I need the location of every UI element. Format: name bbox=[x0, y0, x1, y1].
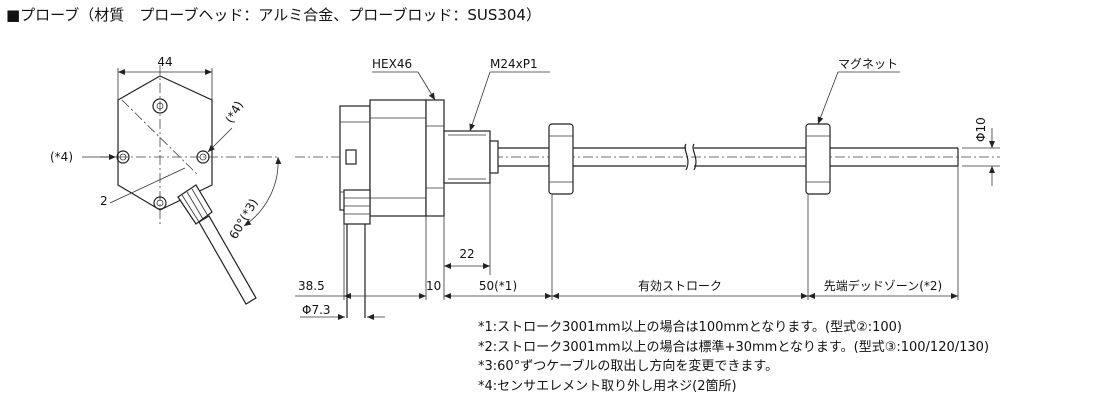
dim-38-label: 38.5 bbox=[298, 279, 325, 293]
angle-arc bbox=[243, 156, 282, 227]
cable-body bbox=[198, 215, 257, 305]
side-view: HEX46 M24xP1 マグネット Φ10 bbox=[295, 57, 1000, 320]
rod-break-right bbox=[692, 143, 697, 171]
thread-shoulder bbox=[489, 140, 499, 174]
rod-break-left bbox=[684, 143, 689, 171]
magnet-label: マグネット bbox=[838, 57, 898, 71]
head-body bbox=[369, 99, 427, 217]
screw-hole-left bbox=[116, 150, 130, 164]
dim-44-label: 44 bbox=[157, 55, 172, 69]
m24-label: M24xP1 bbox=[490, 57, 538, 71]
deadzone-label: 先端デッドゾーン(*2) bbox=[824, 278, 942, 293]
screw-hole-bottom bbox=[153, 196, 167, 210]
hex-flange bbox=[425, 99, 445, 217]
dim-50-label: 50(*1) bbox=[479, 279, 517, 293]
screw-hole-right bbox=[196, 150, 210, 164]
note-2: *2:ストローク3001mm以上の場合は標準+30mmとなります。(型式③:10… bbox=[478, 339, 990, 355]
dim-10-label: 10 bbox=[426, 279, 441, 293]
side-cable-gland bbox=[343, 189, 371, 225]
stroke-label: 有効ストローク bbox=[638, 278, 722, 293]
section-title: ■プローブ（材質 プローブヘッド：アルミ合金、プローブロッド：SUS304） bbox=[6, 6, 541, 24]
dim-2-label: 2 bbox=[100, 194, 108, 208]
end-view: 44 (*4) (*4) 2 60°(*3) bbox=[50, 55, 282, 305]
angle-label: 60°(*3) bbox=[226, 196, 260, 241]
end-view-cable bbox=[177, 184, 257, 305]
screw-hole-top bbox=[152, 98, 168, 114]
phi73-label: Φ7.3 bbox=[302, 303, 331, 317]
float-magnet bbox=[805, 123, 831, 195]
head-window bbox=[345, 149, 357, 165]
notes-list: *1:ストローク3001mm以上の場合は100mmとなります。(型式②:100)… bbox=[478, 318, 989, 396]
dim-22-label: 22 bbox=[459, 247, 474, 261]
phi10-label: Φ10 bbox=[974, 117, 988, 142]
note-1: *1:ストローク3001mm以上の場合は100mmとなります。(型式②:100) bbox=[478, 320, 903, 335]
note-ref-star4-right: (*4) bbox=[222, 99, 246, 126]
float-1 bbox=[548, 123, 574, 195]
thread-m24 bbox=[443, 130, 491, 184]
note-3: *3:60°ずつケーブルの取出し方向を変更できます。 bbox=[478, 359, 779, 374]
note-4: *4:センサエレメント取り外し用ネジ(2箇所) bbox=[478, 378, 737, 394]
cable-gland bbox=[177, 184, 213, 225]
hex46-label: HEX46 bbox=[372, 57, 412, 71]
note-ref-star4-left: (*4) bbox=[50, 150, 73, 164]
hex-head-outline bbox=[117, 75, 213, 211]
